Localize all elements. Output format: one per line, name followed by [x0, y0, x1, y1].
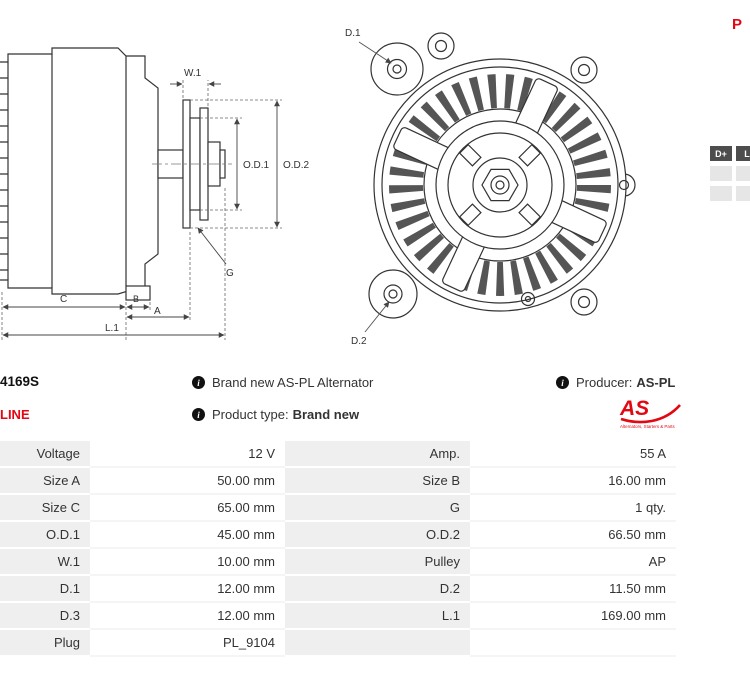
product-code: 4169S: [0, 374, 40, 389]
spec-label: O.D.2: [285, 522, 470, 549]
dimension-label-l1: L.1: [105, 323, 119, 334]
info-icon: i: [556, 376, 569, 389]
spec-value: PL_9104: [90, 630, 285, 657]
spec-value: 169.00 mm: [470, 603, 676, 630]
producer-label: Producer:: [576, 375, 633, 390]
spec-label: Size C: [0, 495, 90, 522]
terminal-bar: [736, 186, 750, 201]
as-pl-logo-tagline: Alternators, Starters & Parts: [620, 424, 675, 429]
info-icon: i: [192, 408, 205, 421]
spec-label: Size A: [0, 468, 90, 495]
terminal-bar: [710, 166, 732, 181]
product-title: Brand new AS-PL Alternator: [212, 375, 374, 390]
spec-value: 66.50 mm: [470, 522, 676, 549]
spec-value: 50.00 mm: [90, 468, 285, 495]
spec-label: [285, 630, 470, 657]
spec-value: [470, 630, 676, 657]
spec-label: D.2: [285, 576, 470, 603]
spec-value: 55 A: [470, 441, 676, 468]
product-type-value: Brand new: [292, 407, 360, 422]
as-pl-logo-swoosh: [620, 404, 681, 424]
dimension-label-g: G: [226, 268, 234, 279]
dimension-label-c: C: [60, 294, 67, 305]
spec-label: Voltage: [0, 441, 90, 468]
dimension-label-d2: D.2: [351, 336, 367, 347]
spec-value: 12 V: [90, 441, 285, 468]
terminal-bar: [710, 186, 732, 201]
top-right-partial-text: P: [731, 16, 742, 33]
spec-value: 1 qty.: [470, 495, 676, 522]
terminal-badge-l: L: [736, 146, 750, 161]
spec-value: 16.00 mm: [470, 468, 676, 495]
spec-value: 12.00 mm: [90, 603, 285, 630]
spec-label: L.1: [285, 603, 470, 630]
spec-value: AP: [470, 549, 676, 576]
spec-label: D.3: [0, 603, 90, 630]
terminal-badges-panel: D+ L: [710, 146, 750, 201]
dimension-label-od1: O.D.1: [243, 160, 270, 171]
spec-label: Pulley: [285, 549, 470, 576]
terminal-badge-dplus: D+: [710, 146, 732, 161]
dimension-label-od2: O.D.2: [283, 160, 310, 171]
as-pl-logo-text: AS: [619, 397, 649, 420]
dimension-label-d1: D.1: [345, 28, 361, 39]
spec-label: D.1: [0, 576, 90, 603]
dimension-label-a: A: [154, 306, 161, 317]
spec-value: 10.00 mm: [90, 549, 285, 576]
spec-label: G: [285, 495, 470, 522]
product-line-label: LINE: [0, 407, 30, 422]
spec-label: Plug: [0, 630, 90, 657]
dimension-label-b: B: [133, 294, 139, 304]
spec-label: O.D.1: [0, 522, 90, 549]
terminal-bar: [736, 166, 750, 181]
spec-value: 65.00 mm: [90, 495, 285, 522]
alternator-side-view-drawing: W.1 O.D.1 O.D.2 G C B A L.1: [0, 47, 310, 340]
product-title-row: i Brand new AS-PL Alternator: [192, 375, 373, 390]
spec-value: 45.00 mm: [90, 522, 285, 549]
spec-value: 12.00 mm: [90, 576, 285, 603]
producer-value: AS-PL: [636, 375, 676, 390]
product-type-label: Product type:: [212, 407, 289, 422]
as-pl-logo: AS Alternators, Starters & Parts: [619, 397, 681, 429]
spec-table: Voltage 12 V Amp. 55 A Size A 50.00 mm S…: [0, 441, 676, 657]
dimension-label-w1: W.1: [184, 68, 202, 79]
spec-label: Size B: [285, 468, 470, 495]
info-icon: i: [192, 376, 205, 389]
spec-value: 11.50 mm: [470, 576, 676, 603]
product-type-row: i Product type: Brand new: [192, 407, 359, 422]
spec-label: Amp.: [285, 441, 470, 468]
spec-label: W.1: [0, 549, 90, 576]
alternator-front-view-drawing: D.1 D.2: [345, 28, 636, 347]
producer-row: i Producer: AS-PL: [556, 375, 675, 390]
